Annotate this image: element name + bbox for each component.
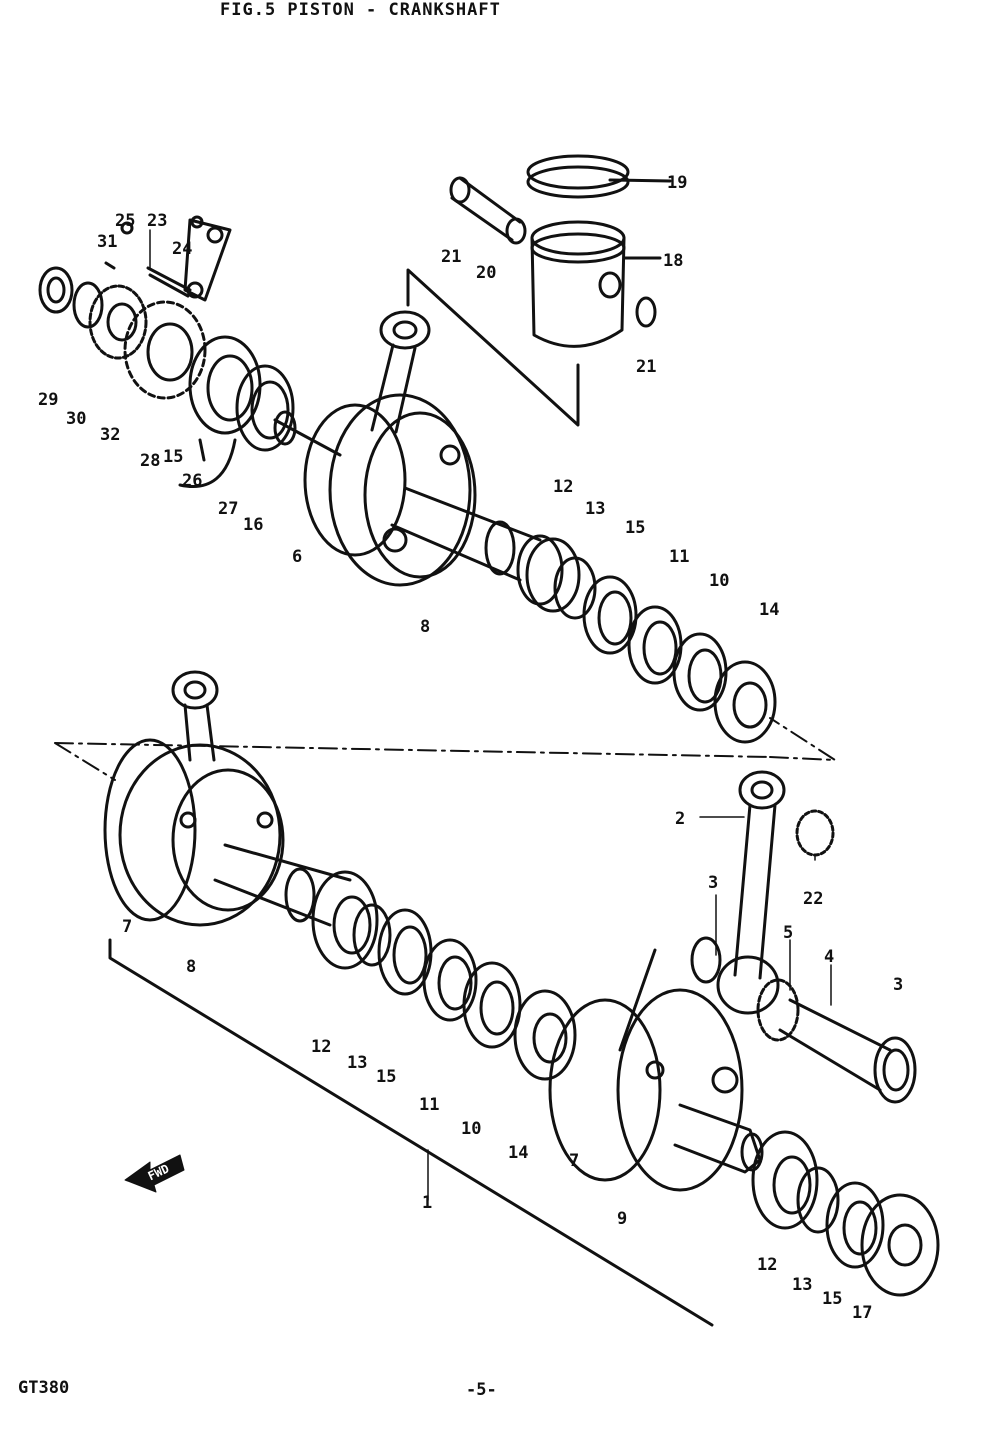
callout-14: 14 bbox=[508, 1143, 528, 1163]
page-number: -5- bbox=[466, 1380, 497, 1400]
right-crank-shaft-end bbox=[673, 1103, 764, 1174]
piston bbox=[530, 220, 662, 348]
callout-labels: 19 18 21 20 21 25 23 24 31 29 30 32 28 1… bbox=[38, 173, 903, 1323]
callout-8: 8 bbox=[186, 957, 196, 977]
callout-21: 21 bbox=[636, 357, 656, 377]
lower-crank-web-left bbox=[103, 738, 285, 927]
callout-27: 27 bbox=[218, 499, 238, 519]
callout-7: 7 bbox=[569, 1151, 579, 1171]
callout-22: 22 bbox=[803, 889, 823, 909]
piston-rings bbox=[526, 154, 672, 199]
callout-3: 3 bbox=[893, 975, 903, 995]
callout-5: 5 bbox=[783, 923, 793, 943]
callout-8: 8 bbox=[420, 617, 430, 637]
lower-crank-web-right bbox=[548, 948, 744, 1192]
callout-12: 12 bbox=[553, 477, 573, 497]
callout-4: 4 bbox=[824, 947, 834, 967]
callout-13: 13 bbox=[792, 1275, 812, 1295]
shim-and-oil-seal bbox=[38, 266, 104, 329]
upper-crank-shaft bbox=[390, 486, 564, 606]
lower-crank-shaft bbox=[213, 843, 352, 927]
callout-10: 10 bbox=[709, 571, 729, 591]
callout-30: 30 bbox=[66, 409, 86, 429]
callout-12: 12 bbox=[311, 1037, 331, 1057]
primary-drive-gear bbox=[123, 300, 207, 400]
piston-circlip bbox=[635, 296, 657, 328]
callout-10: 10 bbox=[461, 1119, 481, 1139]
upper-crankshaft-bearing-stack bbox=[525, 537, 777, 744]
callout-24: 24 bbox=[172, 239, 192, 259]
upper-left-shaft-parts bbox=[178, 335, 342, 488]
callout-19: 19 bbox=[667, 173, 687, 193]
lower-connecting-rod bbox=[171, 670, 219, 762]
callout-15: 15 bbox=[625, 518, 645, 538]
figure-title: FIG.5 PISTON - CRANKSHAFT bbox=[220, 0, 501, 20]
callout-15: 15 bbox=[822, 1289, 842, 1309]
callout-32: 32 bbox=[100, 425, 120, 445]
model-code: GT380 bbox=[18, 1378, 70, 1398]
piston-pin bbox=[449, 176, 527, 245]
callout-12: 12 bbox=[757, 1255, 777, 1275]
lower-assembly-bracket bbox=[108, 938, 714, 1327]
callout-6: 6 bbox=[292, 547, 302, 567]
centerline bbox=[54, 717, 836, 781]
callout-31: 31 bbox=[97, 232, 117, 252]
callout-9: 9 bbox=[617, 1209, 627, 1229]
callout-16: 16 bbox=[243, 515, 263, 535]
callout-14: 14 bbox=[759, 600, 779, 620]
lower-bearing-stack bbox=[311, 870, 577, 1081]
callout-2: 2 bbox=[675, 809, 685, 829]
callout-29: 29 bbox=[38, 390, 58, 410]
callout-21: 21 bbox=[441, 247, 461, 267]
pump-drive-gear bbox=[88, 284, 148, 360]
forward-direction-arrow[interactable]: FWD bbox=[124, 1154, 185, 1193]
callout-7: 7 bbox=[122, 917, 132, 937]
callout-15: 15 bbox=[163, 447, 183, 467]
callout-18: 18 bbox=[663, 251, 683, 271]
callout-23: 23 bbox=[147, 211, 167, 231]
callout-13: 13 bbox=[585, 499, 605, 519]
callout-11: 11 bbox=[419, 1095, 439, 1115]
callout-11: 11 bbox=[669, 547, 689, 567]
oil-pump-lever bbox=[104, 215, 232, 462]
callout-13: 13 bbox=[347, 1053, 367, 1073]
callout-17: 17 bbox=[852, 1303, 872, 1323]
callout-28: 28 bbox=[140, 451, 160, 471]
crank-pin-assembly bbox=[690, 770, 917, 1104]
callout-20: 20 bbox=[476, 263, 496, 283]
callout-3: 3 bbox=[708, 873, 718, 893]
callout-26: 26 bbox=[182, 471, 202, 491]
callout-25: 25 bbox=[115, 211, 135, 231]
upper-crank-web bbox=[303, 393, 477, 587]
leader-piston-to-rod bbox=[406, 268, 580, 427]
leader-lines bbox=[149, 229, 832, 1201]
right-bearing-stack bbox=[751, 1130, 940, 1297]
callout-15: 15 bbox=[376, 1067, 396, 1087]
callout-1: 1 bbox=[422, 1193, 432, 1213]
